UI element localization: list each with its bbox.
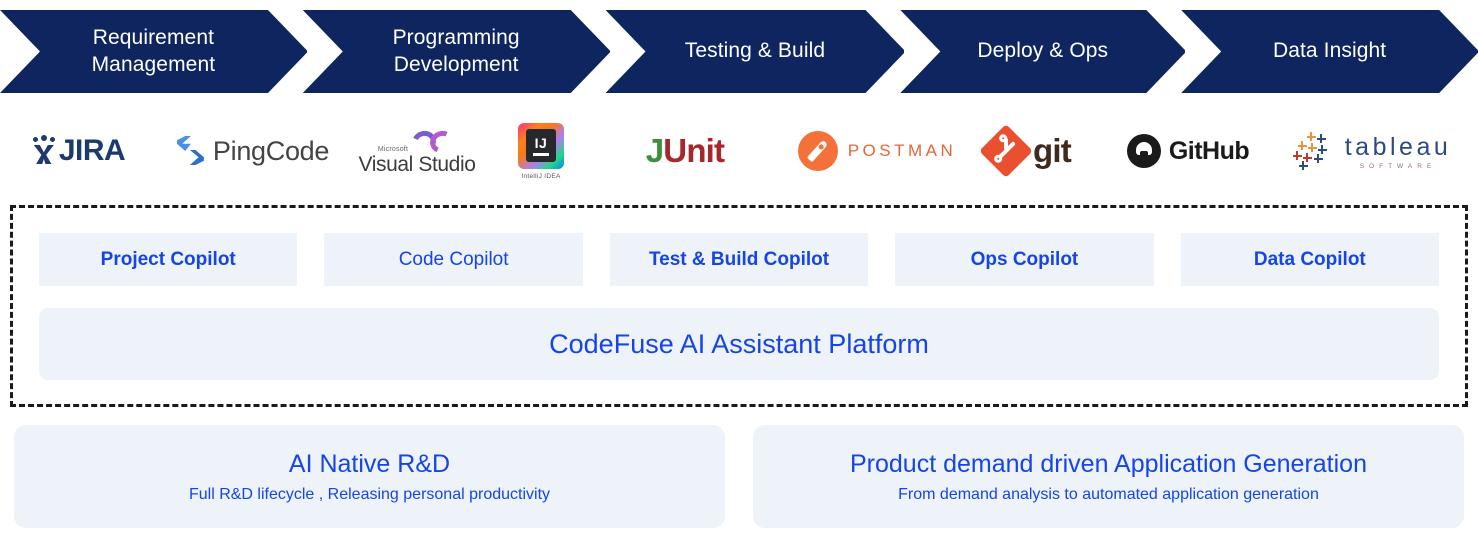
postman-wordmark: POSTMAN	[847, 141, 957, 160]
logo-pingcode: PingCode	[158, 112, 348, 190]
visual-studio-infinity-icon	[409, 127, 458, 157]
lifecycle-stage-banner: Requirement Management Programming Devel…	[0, 10, 1478, 93]
copilot-chip-project[interactable]: Project Copilot	[39, 233, 298, 286]
intellij-caption: IntelliJ IDEA	[521, 172, 561, 180]
value-card-ai-native-rnd[interactable]: AI Native R&D Full R&D lifecycle , Relea…	[14, 425, 725, 528]
tool-logo-row: JIRA PingCode Microsoft Visual Studio IJ	[0, 112, 1478, 190]
stage-label: Requirement Management	[91, 25, 216, 76]
stage-testing-build[interactable]: Testing & Build	[605, 10, 905, 93]
value-card-subtitle: Full R&D lifecycle , Releasing personal …	[188, 485, 551, 503]
value-card-title: AI Native R&D	[288, 449, 451, 478]
logo-visual-studio: Microsoft Visual Studio	[352, 112, 482, 190]
logo-postman: POSTMAN	[782, 112, 972, 190]
tableau-wordmark: tableau	[1344, 132, 1452, 161]
postman-icon	[797, 131, 838, 171]
intellij-mark-text: IJ	[534, 134, 548, 151]
github-wordmark: GitHub	[1168, 136, 1250, 165]
stage-label: Testing & Build	[684, 39, 826, 63]
tableau-icon	[1292, 132, 1333, 170]
git-wordmark: git	[1033, 132, 1072, 169]
stage-label: Data Insight	[1272, 39, 1387, 63]
stage-requirement-management[interactable]: Requirement Management	[0, 10, 307, 93]
junit-wordmark: JUnit	[646, 132, 725, 170]
codefuse-platform-bar[interactable]: CodeFuse AI Assistant Platform	[39, 308, 1439, 380]
stage-deploy-ops[interactable]: Deploy & Ops	[900, 10, 1186, 93]
logo-jira: JIRA	[18, 112, 138, 190]
logo-intellij-idea: IJ IntelliJ IDEA	[498, 112, 584, 190]
git-icon	[979, 124, 1033, 178]
copilot-platform-container: Project Copilot Code Copilot Test & Buil…	[10, 205, 1468, 407]
junit-j: J	[645, 132, 664, 169]
value-card-application-generation[interactable]: Product demand driven Application Genera…	[753, 425, 1464, 528]
value-card-row: AI Native R&D Full R&D lifecycle , Relea…	[14, 425, 1464, 528]
copilot-chip-code[interactable]: Code Copilot	[324, 233, 583, 286]
pingcode-wordmark: PingCode	[212, 135, 330, 166]
logo-git: git	[962, 112, 1096, 190]
value-card-subtitle: From demand analysis to automated applic…	[898, 485, 1319, 503]
stage-label: Programming Development	[392, 25, 520, 76]
logo-junit: JUnit	[600, 112, 770, 190]
stage-label: Deploy & Ops	[977, 39, 1109, 63]
visual-studio-wordmark: Visual Studio	[358, 153, 476, 176]
jira-icon	[31, 135, 57, 165]
value-card-title: Product demand driven Application Genera…	[850, 449, 1367, 478]
logo-github: GitHub	[1108, 112, 1268, 190]
intellij-idea-icon: IJ	[518, 122, 564, 169]
copilot-chip-test-build[interactable]: Test & Build Copilot	[609, 233, 869, 286]
stage-data-insight[interactable]: Data Insight	[1181, 10, 1478, 93]
microsoft-label: Microsoft	[377, 146, 409, 153]
github-icon	[1126, 134, 1161, 168]
tableau-subtext: SOFTWARE	[1359, 162, 1437, 170]
copilot-chip-data[interactable]: Data Copilot	[1180, 233, 1440, 286]
copilot-chip-row: Project Copilot Code Copilot Test & Buil…	[39, 233, 1440, 286]
logo-tableau: tableau SOFTWARE	[1272, 112, 1472, 190]
jira-wordmark: JIRA	[58, 134, 126, 167]
junit-unit: Unit	[663, 132, 725, 169]
pingcode-icon	[176, 136, 205, 166]
copilot-chip-ops[interactable]: Ops Copilot	[895, 233, 1154, 286]
stage-programming-development[interactable]: Programming Development	[302, 10, 610, 93]
